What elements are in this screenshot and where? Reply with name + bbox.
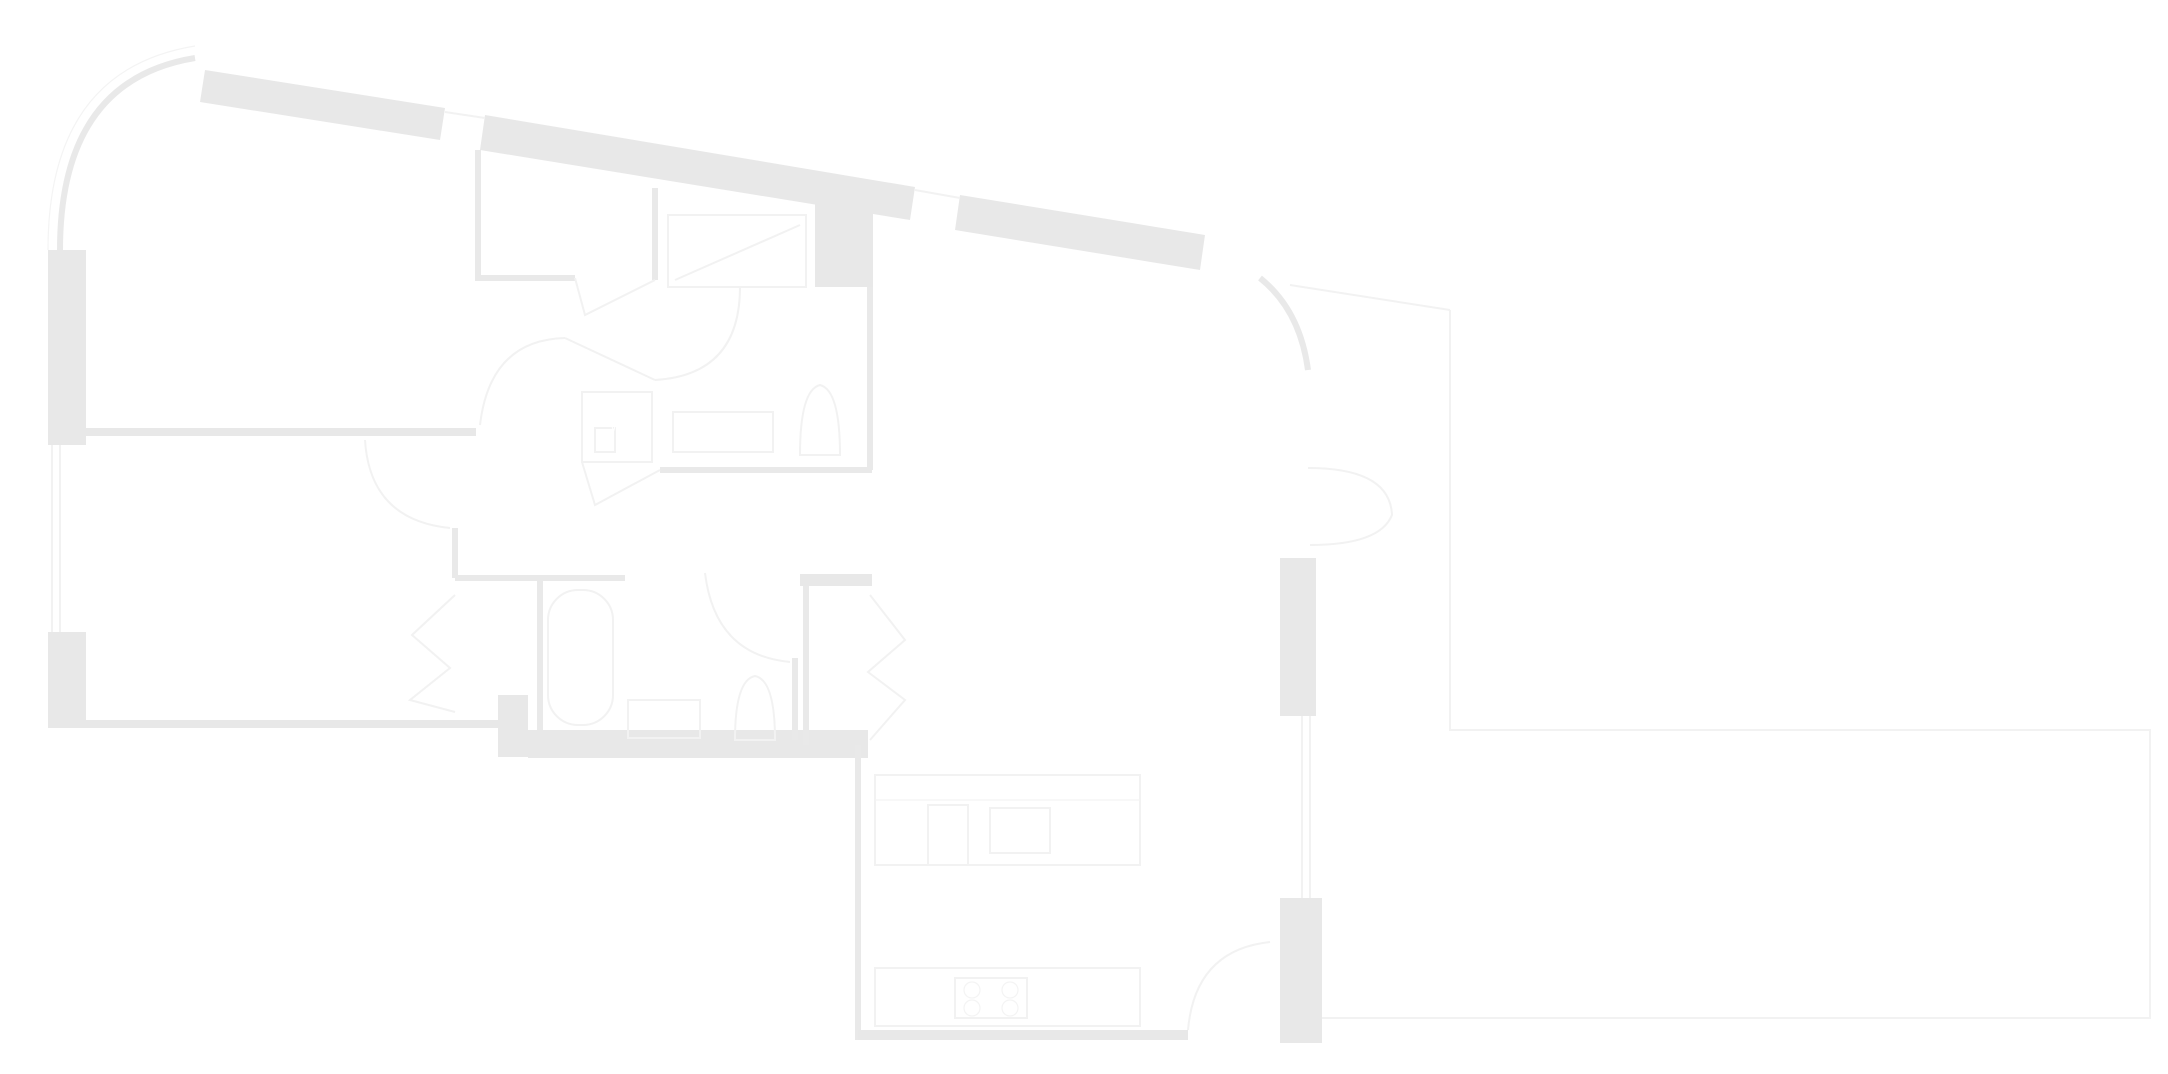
bath-1-wall-block [815,195,873,287]
room-dimensions: 24'-0" x 19'-0" [1052,448,1148,464]
room-dimensions: 13'-0" x 13'-0" [232,314,328,330]
window-2 [914,189,961,199]
room-dimensions: 8'-0" x 5'-0" [627,656,707,672]
room-label-bedroom: BEDROOM 13'-0" x 13'-0" [217,287,343,330]
room-label-wic: WIC 9'-0" x 5'-6" [516,195,596,238]
bath-2-tub [547,589,614,726]
exterior-wall-right-1 [1280,558,1316,716]
living-door-arc [1307,467,1394,546]
room-label-living-dining: LIVING / DINING ROOM 24'-0" x 19'-0" [963,421,1237,464]
room-name: BEDROOM [217,287,343,313]
exterior-wall-left-1 [48,250,86,445]
curved-wall [57,55,196,251]
bath-1-door-leaf [564,337,656,381]
dishwasher [927,804,969,866]
room-label-bath-2: BATH 8'-0" x 5'-0" [627,629,707,672]
window-1 [444,111,486,119]
kitchen-lower-counter [874,967,1141,1027]
room-dimensions: 12'-0" x 8'-0" [973,918,1061,934]
wic-door [574,277,656,317]
bath-1-tub-diagonal [674,224,801,281]
room-name: PRIVATE TERRACE [1617,851,1843,877]
room-label-bedroom-2: BEDROOM 02 13'-0" x 10'-0" [201,555,363,598]
bath-1-toilet [798,383,842,456]
room-dimensions: 9'-0" x 5'-6" [516,222,596,238]
bedroom-2-closet-doors [407,594,456,713]
bath-2-toilet [733,674,777,741]
room-name: BATH [635,629,699,655]
washer-dryer-label: W/D [610,420,634,434]
wall-stub-bottom [498,695,528,757]
curved-wall-outer [47,45,196,251]
kitchen-sink [989,807,1051,854]
room-dimensions: 9'-0" x 5'-0" [732,374,812,390]
wd-door [581,461,661,507]
bath-1-tub [667,214,807,288]
burner-1 [963,981,981,999]
bath-1-vanity [672,411,774,453]
bath-2-door-arc [704,572,791,663]
room-dimensions: 0'-0" [1714,878,1746,894]
burner-4 [1001,999,1019,1017]
room-name: KITCHEN [963,891,1071,917]
kitchen-door-arc [1187,941,1271,1031]
room-label-kitchen: KITCHEN 12'-0" x 8'-0" [963,891,1071,934]
wd-closet [581,391,653,463]
room-name: WIC [532,195,580,221]
dishwasher-label: DW [944,810,964,824]
room-name: BEDROOM 02 [201,555,363,581]
bedroom-bottom-wall [48,720,498,728]
closet-doors [866,594,907,741]
exterior-wall-top-1 [200,70,445,140]
exterior-wall-left-2 [48,632,86,727]
room-label-terrace: PRIVATE TERRACE 0'-0" [1617,851,1843,894]
bedroom-door-arc [479,337,566,426]
room-name: BATH [740,347,804,373]
kitchen-upper-counter [874,774,1141,866]
terrace-outline [1322,310,2151,1019]
wd-unit [594,427,616,453]
burner-2 [1001,981,1019,999]
bath-2-vanity [627,699,701,739]
exterior-wall-top-3 [955,195,1205,270]
kitchen-bottom-wall [858,1030,1188,1040]
terrace-edge-top [1289,284,1451,311]
bedroom-divider-wall [86,428,476,436]
burner-3 [963,999,981,1017]
room-name: LIVING / DINING ROOM [963,421,1237,447]
cooktop [954,977,1028,1019]
bath-1-door-swing [654,286,741,381]
bedroom-2-door-arc [364,439,451,529]
exterior-wall-right-2 [1280,898,1322,1043]
room-label-bath-1: BATH 9'-0" x 5'-0" [732,347,812,390]
curved-wall-right [1258,275,1311,371]
exterior-wall-top-2 [480,115,915,220]
bath-bottom-wall [528,730,868,758]
room-dimensions: 13'-0" x 10'-0" [234,582,330,598]
closet-top-wall [800,574,872,586]
